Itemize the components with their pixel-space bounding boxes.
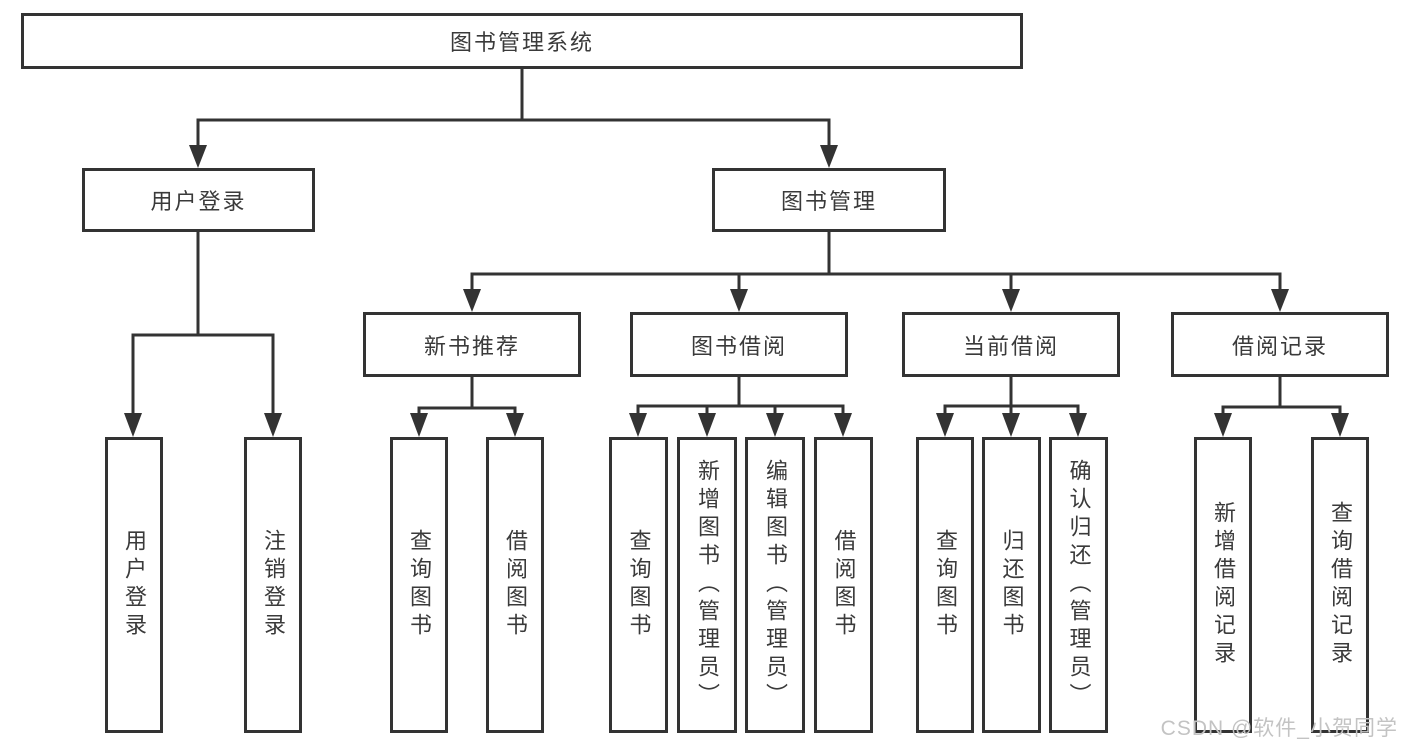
leaf-logout: 注销登录	[244, 437, 302, 733]
connector-current-borrow-split	[936, 377, 1087, 437]
node-book-borrow: 图书借阅	[630, 312, 848, 377]
connector-root-split	[189, 69, 838, 168]
leaf-edit-books-admin: 编辑图书（管理员）	[745, 437, 805, 733]
connector-new-rec-split	[410, 377, 524, 437]
node-root: 图书管理系统	[21, 13, 1023, 69]
leaf-query-books-borrow: 查询图书	[609, 437, 668, 733]
connector-records-split	[1214, 377, 1349, 437]
leaf-add-books-admin: 新增图书（管理员）	[677, 437, 737, 733]
leaf-borrow-books-newrec: 借阅图书	[486, 437, 544, 733]
leaf-query-books-current: 查询图书	[916, 437, 974, 733]
node-new-book-rec: 新书推荐	[363, 312, 581, 377]
leaf-return-books: 归还图书	[982, 437, 1041, 733]
node-user-login: 用户登录	[82, 168, 315, 232]
connector-user-login-split	[124, 232, 282, 437]
leaf-user-login: 用户登录	[105, 437, 163, 733]
node-current-borrow: 当前借阅	[902, 312, 1120, 377]
node-book-mgmt: 图书管理	[712, 168, 946, 232]
connector-book-borrow-split	[629, 377, 852, 437]
connector-book-mgmt-split	[463, 232, 1289, 312]
leaf-confirm-return-admin: 确认归还（管理员）	[1049, 437, 1108, 733]
node-borrow-records: 借阅记录	[1171, 312, 1389, 377]
leaf-query-borrow-record: 查询借阅记录	[1311, 437, 1369, 733]
csdn-watermark: CSDN @软件_小贺同学	[1160, 717, 1398, 740]
leaf-borrow-books: 借阅图书	[814, 437, 873, 733]
leaf-add-borrow-record: 新增借阅记录	[1194, 437, 1252, 733]
leaf-query-books-newrec: 查询图书	[390, 437, 448, 733]
